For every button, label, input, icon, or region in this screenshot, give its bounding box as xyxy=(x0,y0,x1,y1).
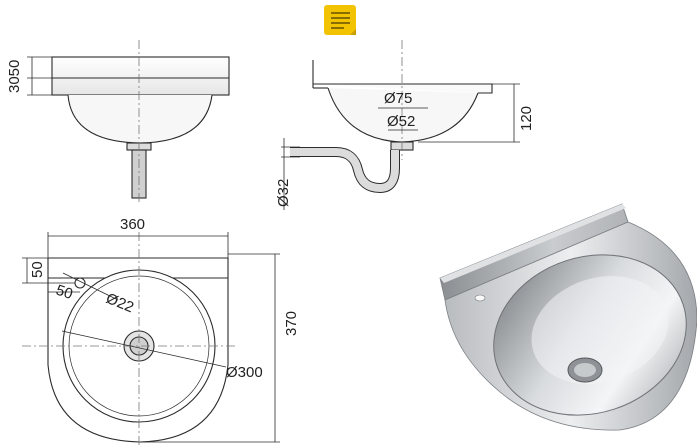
sink-render xyxy=(439,203,697,431)
dim-plan-depth: 370 xyxy=(283,311,300,336)
dim-line xyxy=(61,330,227,368)
render-drain-inner xyxy=(574,363,596,377)
dim-plan-width: 360 xyxy=(120,216,145,233)
side-view-trap-fill xyxy=(290,148,399,193)
notes-icon-bg xyxy=(324,5,356,35)
front-view-drain-pipe xyxy=(131,149,147,199)
dim-side-outer-diameter: Ø75 xyxy=(384,90,412,107)
dim-side-trap-diameter: Ø32 xyxy=(275,179,292,207)
side-view xyxy=(281,40,520,210)
notes-icon-fold xyxy=(350,29,356,35)
dim-line xyxy=(62,272,119,301)
render-backsplash-top xyxy=(440,204,626,283)
front-view xyxy=(27,40,230,205)
notes-icon-graphic xyxy=(324,5,356,35)
dim-side-height: 120 xyxy=(518,106,535,131)
render-tap-hole xyxy=(474,294,486,302)
dim-plan-offset-inner: 50 xyxy=(54,282,75,303)
render-bowl-highlight xyxy=(531,276,669,384)
dim-plan-bowl-diameter: Ø300 xyxy=(226,364,263,381)
dim-front-height: 3050 xyxy=(6,60,23,93)
notes-icon[interactable] xyxy=(322,4,360,38)
plan-view xyxy=(22,232,280,447)
side-view-rim xyxy=(313,83,493,94)
front-view-rim xyxy=(51,56,230,96)
dim-plan-offset-top: 50 xyxy=(29,261,46,278)
dim-side-inner-diameter: Ø52 xyxy=(387,113,415,130)
front-view-bowl xyxy=(67,94,213,144)
